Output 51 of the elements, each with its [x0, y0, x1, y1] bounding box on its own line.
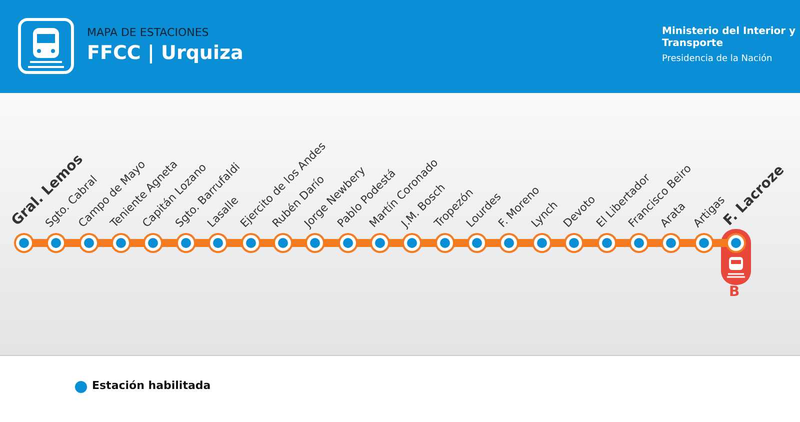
station-dot: [48, 235, 64, 251]
rail-line-segment: [129, 239, 146, 247]
map-title: FFCC | Urquiza: [87, 42, 244, 64]
rail-line-segment: [388, 239, 404, 247]
station-dot: [598, 235, 615, 251]
rail-line-segment: [32, 239, 48, 247]
station-dot: [728, 235, 744, 251]
station-dot: [340, 235, 356, 251]
rail-line-segment: [356, 239, 372, 247]
rail-line-segment: [290, 239, 308, 247]
station-dot: [696, 235, 712, 251]
rail-line-segment: [323, 239, 340, 247]
station-dot: [307, 235, 324, 251]
station-dot: [274, 235, 291, 251]
station-dot: [210, 235, 226, 251]
rail-line-segment: [161, 239, 178, 247]
station-dot: [663, 235, 680, 251]
station-dot: [242, 235, 259, 251]
rail-line-segment: [679, 239, 696, 247]
station-dot: [630, 235, 647, 251]
rail-line-segment: [614, 239, 631, 247]
station-dot: [113, 235, 130, 251]
station-dot: [436, 235, 453, 251]
rail-line-segment: [712, 239, 728, 247]
legend-text: Estación habilitada: [92, 379, 211, 392]
station-dot: [501, 235, 518, 251]
rail-line-segment: [420, 239, 437, 247]
station-dot: [404, 235, 420, 251]
subway-line-letter: B: [729, 284, 740, 300]
station-dot: [469, 235, 486, 251]
station-dot: [534, 235, 550, 251]
rail-line-segment: [194, 239, 210, 247]
presidency-name: Presidencia de la Nación: [662, 54, 772, 64]
rail-line-segment: [582, 239, 599, 247]
station-dot: [80, 235, 97, 251]
rail-line-segment: [226, 239, 243, 247]
rail-line-segment: [550, 239, 566, 247]
station-dot: [178, 235, 194, 251]
station-dot: [566, 235, 582, 251]
rail-line-segment: [452, 239, 470, 247]
rail-line-segment: [64, 239, 81, 247]
map-subtitle: MAPA DE ESTACIONES: [87, 26, 209, 39]
rail-line-segment: [96, 239, 114, 247]
rail-line-segment: [258, 239, 275, 247]
station-dot: [16, 235, 32, 251]
rail-line-segment: [485, 239, 502, 247]
station-dot: [145, 235, 162, 251]
rail-line-segment: [517, 239, 534, 247]
ministry-name: Ministerio del Interior y Transporte: [662, 26, 796, 50]
rail-line-segment: [646, 239, 664, 247]
station-dot: [372, 235, 388, 251]
